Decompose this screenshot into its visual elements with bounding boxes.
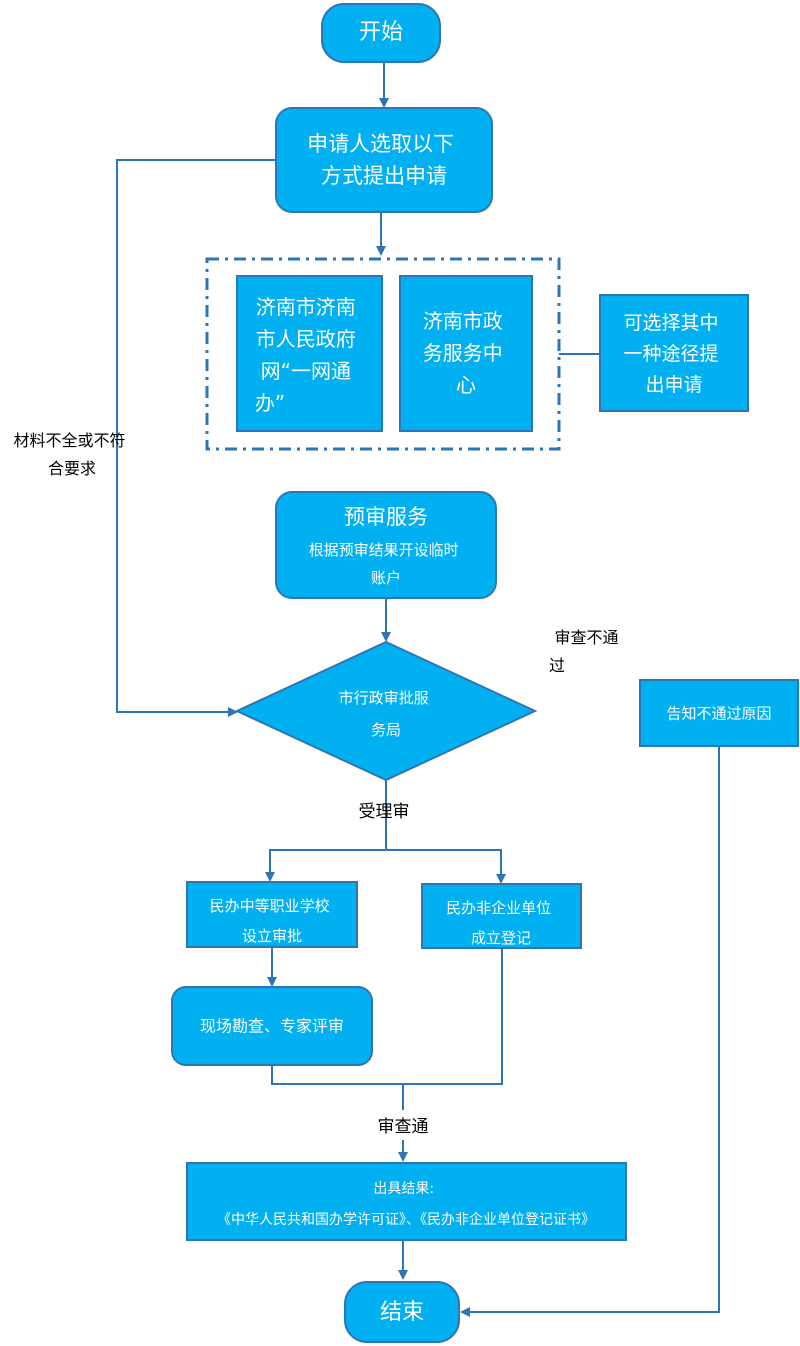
bureau-decision bbox=[234, 640, 538, 782]
prereview-title: 预审服务 bbox=[344, 505, 428, 529]
inspection-label: 现场勘查、专家评审 bbox=[200, 1017, 344, 1036]
end-label: 结束 bbox=[380, 1300, 424, 1325]
school-label: 民办中等职业学校 设立审批 bbox=[210, 897, 335, 945]
choose-note-label: 可选择其中 一种途径提 出申请 bbox=[623, 312, 724, 396]
result-label: 出具结果: 《中华人民共和国办学许可证》、《民办非企业单位登记证书》 bbox=[217, 1181, 595, 1228]
accept-label: 受理审 bbox=[359, 802, 410, 822]
prereview-sub: 根据预审结果开设临时 账户 bbox=[309, 541, 464, 587]
end-node bbox=[344, 1281, 460, 1343]
fail-label: 审查不通 过 bbox=[549, 628, 624, 675]
pass-label: 审查通 bbox=[378, 1117, 429, 1137]
channel-center-label: 济南市政 务服务中 心 bbox=[423, 309, 509, 397]
nonprofit-node bbox=[421, 883, 582, 949]
channel-online-node bbox=[236, 275, 383, 432]
channel-online-label: 济南市济南 市人民政府 网“一网通 办” bbox=[255, 295, 362, 415]
apply-label: 申请人选取以下 方式提出申请 bbox=[307, 132, 461, 188]
edge-merge bbox=[271, 948, 503, 1085]
apply-node bbox=[275, 107, 493, 213]
notify-label: 告知不通过原因 bbox=[666, 705, 771, 723]
school-node bbox=[186, 881, 358, 948]
result-node bbox=[186, 1162, 627, 1241]
channel-center-node bbox=[399, 275, 533, 432]
inspection-node bbox=[171, 986, 373, 1066]
start-label: 开始 bbox=[359, 20, 403, 45]
bureau-label: 市行政审批服 务局 bbox=[339, 689, 434, 739]
edge-bureau-school bbox=[265, 780, 387, 882]
incomplete-label: 材料不全或不符 合要求 bbox=[13, 431, 130, 478]
start-node bbox=[321, 3, 441, 63]
edge-bureau-nonprofit bbox=[386, 849, 506, 884]
edge-notify-end bbox=[460, 746, 720, 1317]
prereview-node bbox=[275, 491, 497, 599]
notify-node bbox=[639, 679, 799, 747]
nonprofit-label: 民办非企业单位 成立登记 bbox=[446, 899, 556, 947]
choose-note-node bbox=[599, 294, 749, 412]
edge-incomplete-loop bbox=[116, 159, 276, 717]
